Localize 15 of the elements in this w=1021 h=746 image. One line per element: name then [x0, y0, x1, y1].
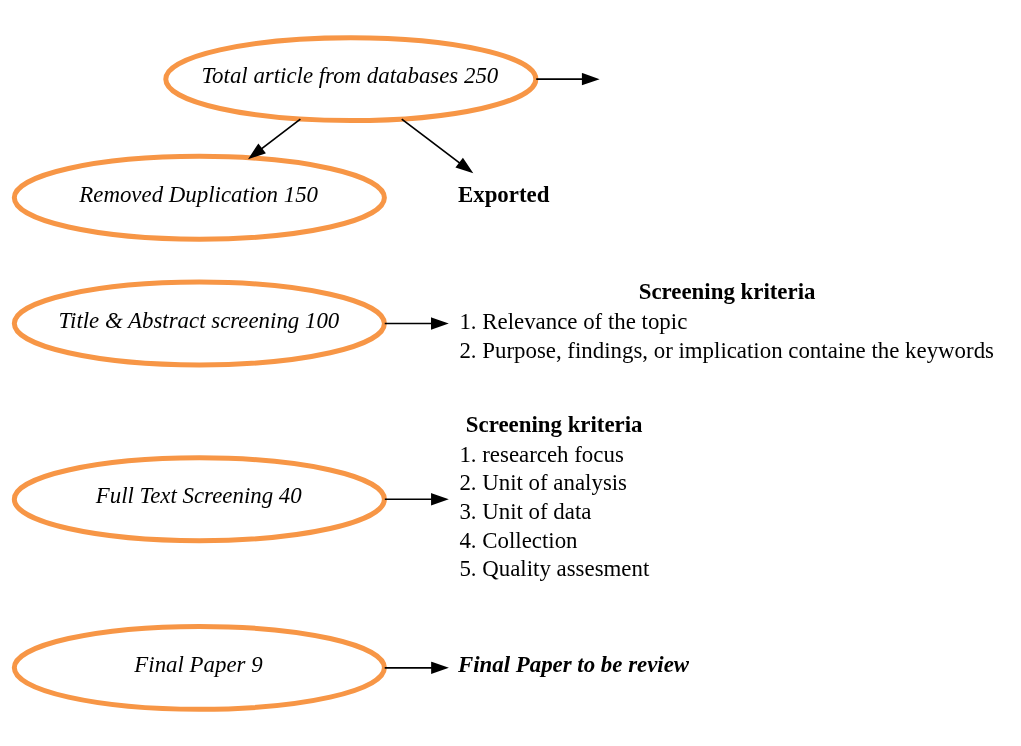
- arrow: [248, 117, 302, 159]
- node-text: Final Paper to be review: [457, 651, 690, 677]
- arrow: [383, 661, 449, 674]
- node-text: Screening kriteria 1. researceh focus 2. Unit of analysis 3. Unit of data 4. Collection 5. Quality assesment: [459, 411, 650, 581]
- arrow: [535, 72, 600, 85]
- node-text: Exported: [457, 181, 550, 207]
- node-ellipse: Total article from databases 250: [163, 34, 539, 123]
- node-ellipse: Full Text Screening 40: [11, 454, 387, 543]
- arrow: [384, 492, 449, 505]
- arrow: [400, 117, 474, 173]
- node-ellipse: Title & Abstract screening 100: [11, 279, 387, 367]
- node-ellipse: Final Paper 9: [11, 623, 387, 712]
- arrow: [383, 316, 449, 330]
- node-ellipse: Removed Duplication 150: [11, 153, 387, 242]
- node-text: Screening kriteria 1. Relevance of the topic 2. Purpose, findings, or implication containe the keywords: [459, 278, 994, 362]
